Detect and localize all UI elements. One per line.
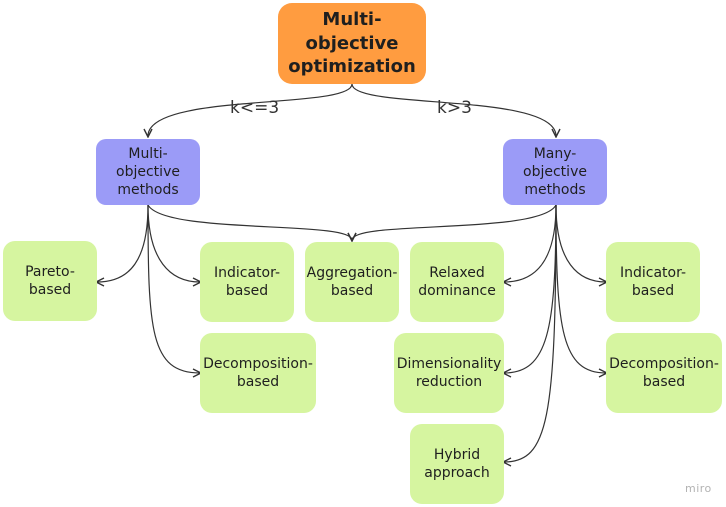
decomposition-based-multi-node: Decomposition- based (200, 333, 316, 413)
multi-objective-methods-label: Multi- objective methods (116, 145, 180, 199)
multi-objective-methods-node: Multi- objective methods (96, 139, 200, 205)
decomposition-based-many-node: Decomposition- based (606, 333, 722, 413)
dimensionality-reduction-node: Dimensionality reduction (394, 333, 504, 413)
many-objective-methods-node: Many- objective methods (503, 139, 607, 205)
edge-many-relaxed (504, 204, 557, 282)
decomposition-based-many-label: Decomposition- based (609, 355, 719, 390)
edge-many-hybrid (504, 204, 557, 462)
edge-root-many (351, 83, 556, 136)
indicator-based-many-label: Indicator- based (619, 264, 687, 299)
miro-watermark: miro (685, 482, 712, 495)
indicator-based-many-node: Indicator- based (606, 242, 700, 322)
edge-root-multi (148, 83, 353, 136)
edge-multi-indicator (147, 204, 200, 282)
edge-many-indicator (555, 204, 606, 282)
aggregation-based-node: Aggregation- based (305, 242, 399, 322)
edge-multi-pareto (97, 204, 149, 282)
aggregation-based-label: Aggregation- based (306, 264, 398, 299)
hybrid-approach-label: Hybrid approach (424, 446, 490, 481)
decomposition-based-multi-label: Decomposition- based (203, 355, 313, 390)
relaxed-dominance-label: Relaxed dominance (418, 264, 496, 299)
pareto-based-label: Pareto- based (25, 263, 75, 298)
hybrid-approach-node: Hybrid approach (410, 424, 504, 504)
indicator-based-multi-node: Indicator- based (200, 242, 294, 322)
dimensionality-reduction-label: Dimensionality reduction (396, 355, 502, 390)
many-objective-methods-label: Many- objective methods (523, 145, 587, 199)
edge-many-decomposition (555, 204, 606, 373)
root-node: Multi-objective optimization (278, 3, 426, 84)
edge-multi-aggregation (147, 204, 352, 240)
edge-many-dimensionality (504, 204, 557, 373)
condition-label-left: k<=3 (230, 98, 280, 118)
edge-multi-decomposition (147, 204, 200, 373)
edge-many-aggregation (352, 204, 557, 240)
condition-label-right: k>3 (437, 98, 472, 118)
relaxed-dominance-node: Relaxed dominance (410, 242, 504, 322)
indicator-based-multi-label: Indicator- based (213, 264, 281, 299)
root-label: Multi-objective optimization (288, 9, 416, 78)
pareto-based-node: Pareto- based (3, 241, 97, 321)
